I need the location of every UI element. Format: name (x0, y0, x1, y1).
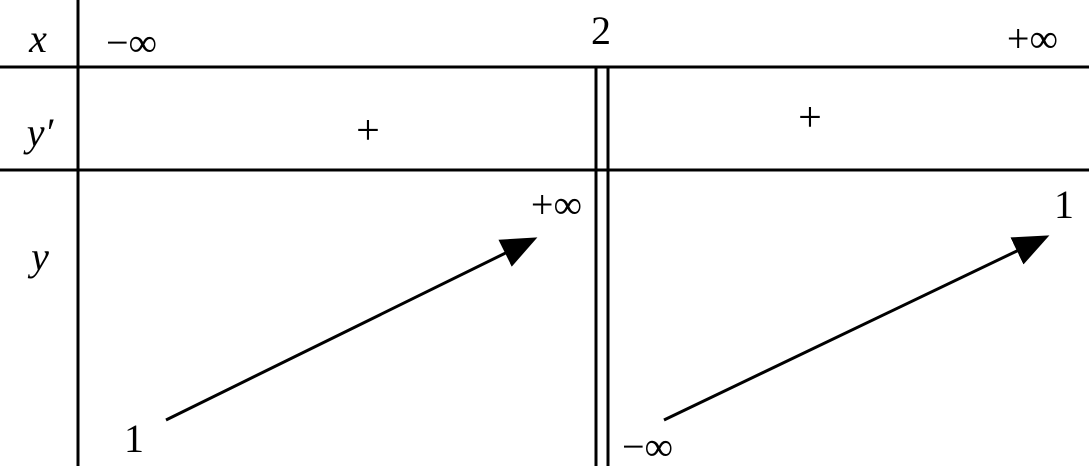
y-value-right-end: 1 (1054, 182, 1074, 227)
arrow-increasing-right (663, 235, 1050, 422)
y-value-left-end: +∞ (531, 182, 582, 227)
derivative-sign-right: + (798, 95, 822, 141)
derivative-sign-left: + (356, 108, 380, 154)
x-value-middle: 2 (591, 8, 611, 53)
row-label-y-prime: y′ (23, 110, 55, 155)
x-value-left: −∞ (106, 20, 157, 65)
row-label-x: x (28, 16, 47, 61)
y-value-right-start: −∞ (622, 424, 673, 466)
x-value-right: +∞ (1007, 16, 1058, 61)
row-label-y: y (27, 234, 49, 279)
arrow-increasing-left (165, 237, 538, 422)
y-value-left-start: 1 (124, 416, 144, 461)
